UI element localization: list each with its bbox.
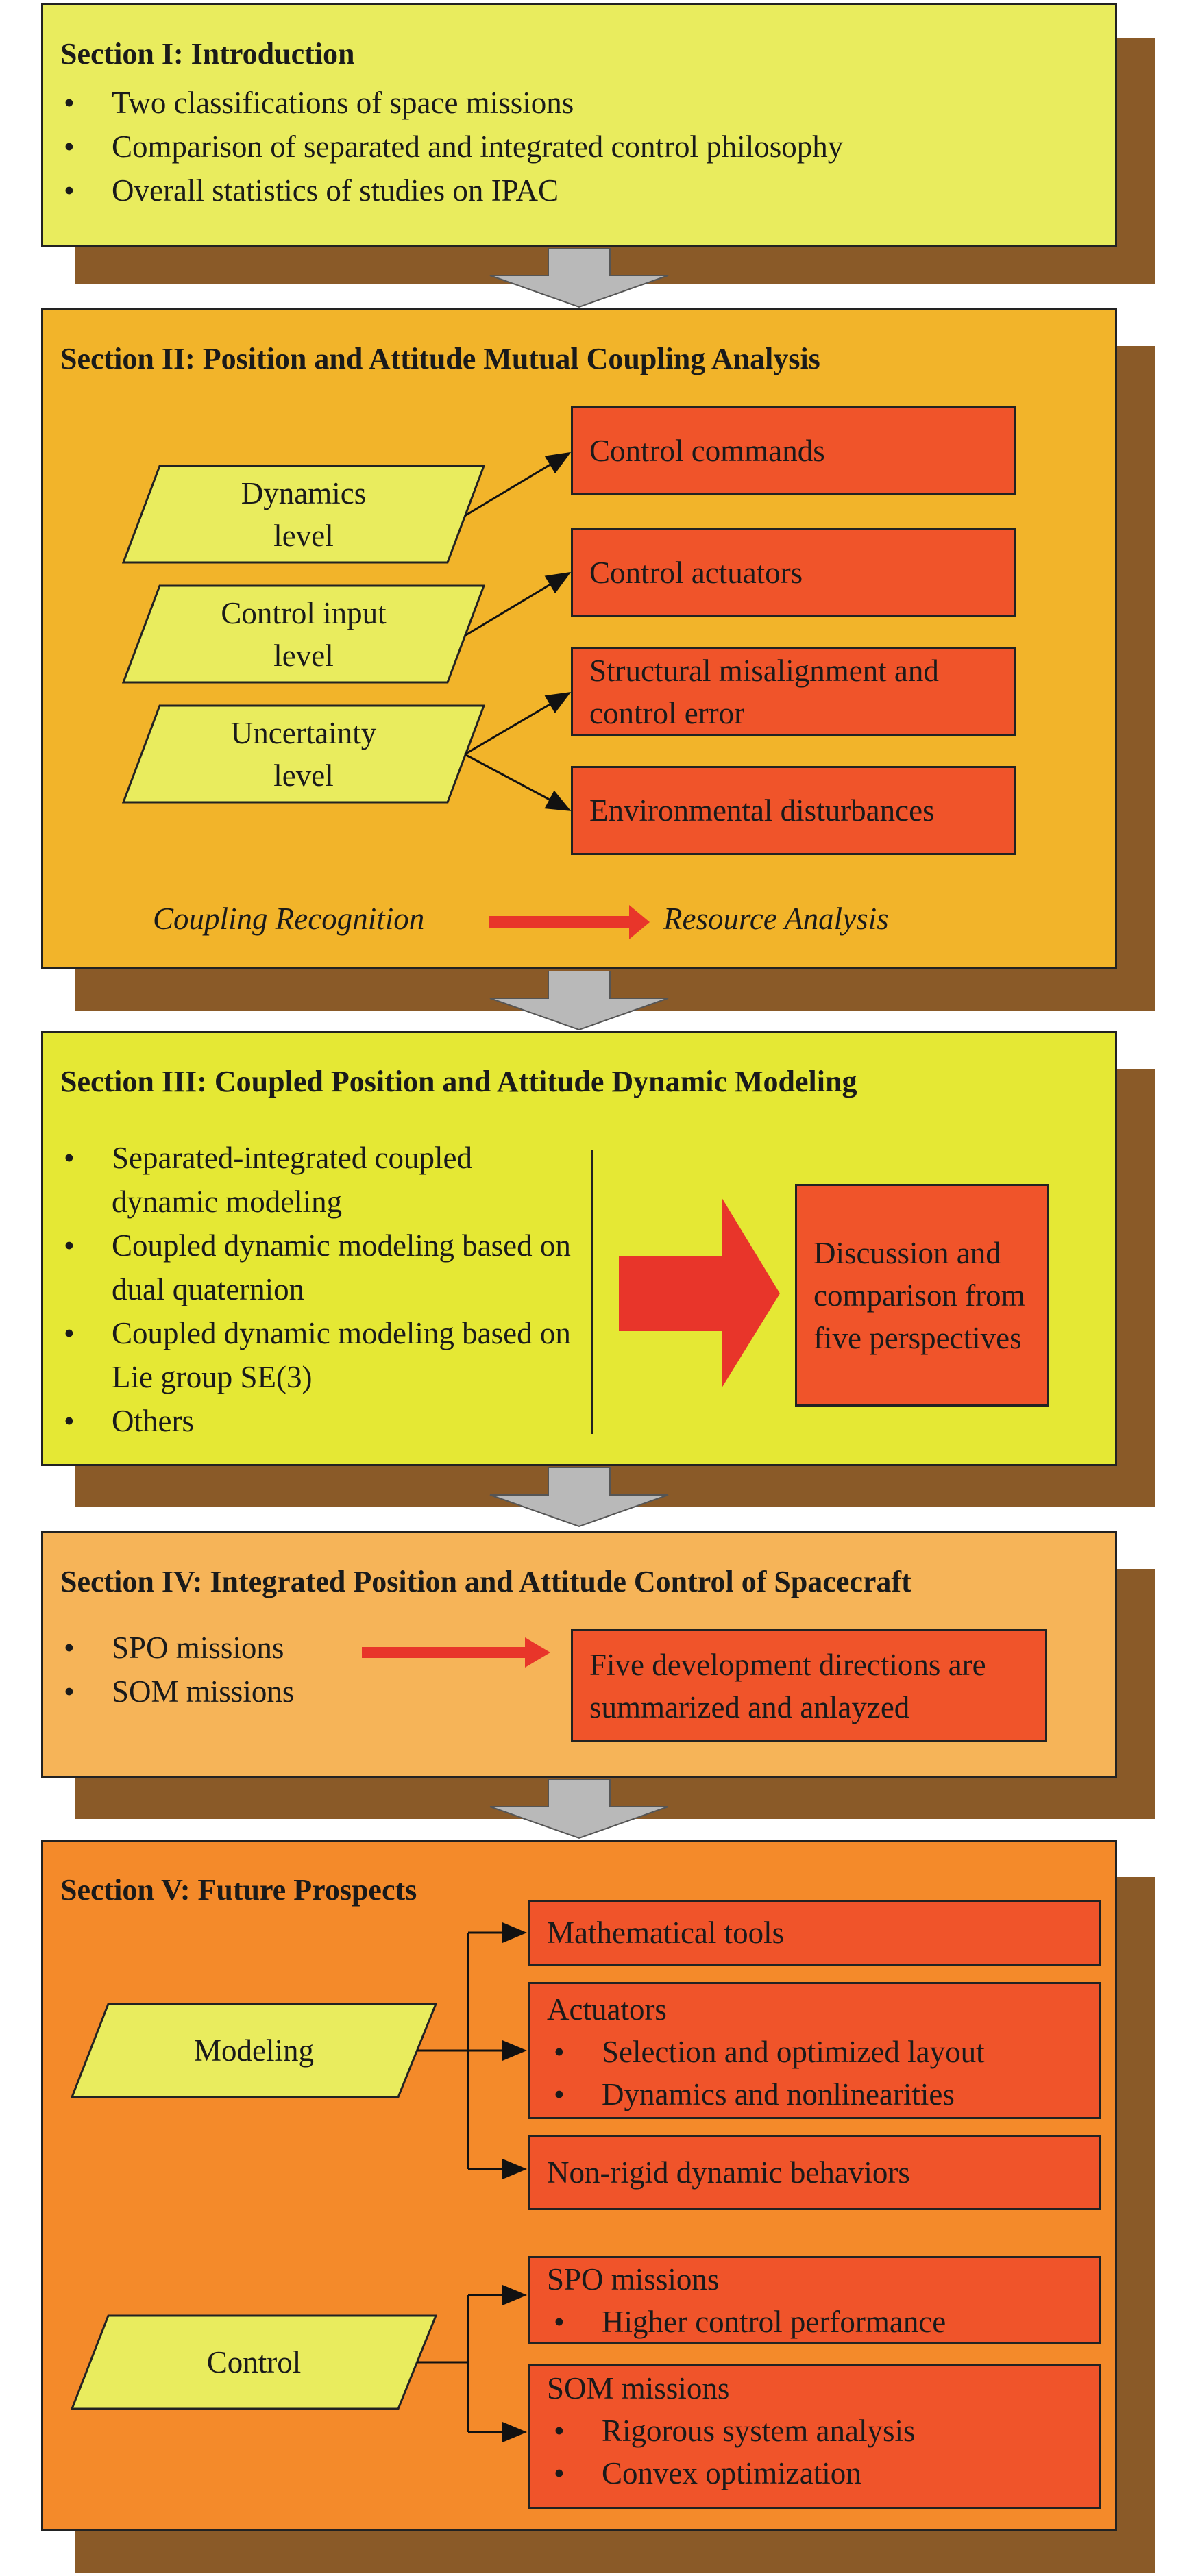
control-actuators-label: Control actuators (589, 556, 803, 590)
connector-arrow-4 (489, 1779, 669, 1840)
arrow-uncertainty-to-environmental (464, 753, 572, 811)
list-item: SOM missions (50, 1670, 294, 1713)
section-4-list: SPO missions SOM missions (50, 1626, 294, 1713)
modeling-node: Modeling (71, 2003, 437, 2098)
uncertainty-level-line1: Uncertainty (230, 715, 377, 750)
list-item: Separated-integrated coupled dynamic mod… (50, 1136, 571, 1224)
control-label: Control (206, 2345, 302, 2379)
red-flow-arrow-shaft (489, 916, 633, 928)
section-2-title: Section II: Position and Attitude Mutual… (60, 342, 820, 375)
actuators-box: Actuators Selection and optimized layout… (528, 1982, 1101, 2119)
discussion-comparison-box: Discussion and comparison from five pers… (795, 1184, 1049, 1407)
uncertainty-level-node: Uncertainty level (122, 704, 485, 804)
section-5-box: Section V: Future Prospects Modeling Con… (41, 1840, 1117, 2531)
control-input-level-line1: Control input (221, 595, 387, 630)
section-3-divider (591, 1150, 594, 1434)
section-5-arrows (417, 1922, 527, 2442)
math-tools-label: Mathematical tools (547, 1916, 785, 1950)
five-directions-box: Five development directions are summariz… (571, 1629, 1047, 1742)
structural-misalignment-label: Structural misalignment and control erro… (589, 654, 939, 730)
arrow-control-to-actuators (464, 571, 572, 637)
environmental-disturbances-label: Environmental disturbances (589, 793, 935, 828)
actuators-list: Selection and optimized layout Dynamics … (540, 2031, 1099, 2116)
nonrigid-label: Non-rigid dynamic behaviors (547, 2155, 910, 2190)
arrow-dynamics-to-commands (464, 451, 572, 517)
control-input-level-node: Control input level (122, 584, 485, 684)
section-5-title: Section V: Future Prospects (60, 1873, 417, 1907)
structural-misalignment-box: Structural misalignment and control erro… (571, 647, 1016, 736)
resource-analysis-label: Resource Analysis (663, 902, 889, 936)
discussion-comparison-label: Discussion and comparison from five pers… (813, 1235, 1025, 1355)
dynamics-level-line1: Dynamics (241, 475, 367, 510)
control-node: Control (71, 2314, 437, 2410)
connector-arrow-2 (489, 971, 669, 1031)
list-item: Comparison of separated and integrated c… (50, 125, 843, 169)
spo-head: SPO missions (547, 2262, 720, 2296)
section-2-box: Section II: Position and Attitude Mutual… (41, 308, 1117, 969)
actuators-head: Actuators (547, 1992, 667, 2027)
list-item: Coupled dynamic modeling based on dual q… (50, 1224, 571, 1311)
section-4-title: Section IV: Integrated Position and Atti… (60, 1565, 911, 1598)
list-item: Others (50, 1399, 571, 1443)
list-item: Coupled dynamic modeling based on Lie gr… (50, 1311, 571, 1399)
section-4-red-arrow (362, 1637, 550, 1668)
five-directions-label: Five development directions are summariz… (589, 1647, 986, 1724)
spo-box: SPO missions Higher control performance (528, 2256, 1101, 2344)
control-commands-box: Control commands (571, 406, 1016, 495)
connector-arrow-3 (489, 1467, 669, 1528)
section-2-arrows (464, 451, 650, 939)
arrow-uncertainty-to-structural (464, 691, 572, 756)
section-1-title: Section I: Introduction (60, 37, 355, 71)
list-item: Rigorous system analysis (540, 2410, 1099, 2452)
section-1-box: Section I: Introduction Two classificati… (41, 3, 1117, 247)
modeling-label: Modeling (194, 2033, 314, 2068)
list-item: Selection and optimized layout (540, 2031, 1099, 2073)
control-commands-label: Control commands (589, 434, 825, 468)
som-list: Rigorous system analysis Convex optimiza… (540, 2410, 1099, 2494)
section-3-title: Section III: Coupled Position and Attitu… (60, 1065, 857, 1098)
section-3-box: Section III: Coupled Position and Attitu… (41, 1031, 1117, 1466)
uncertainty-level-line2: level (273, 758, 334, 793)
environmental-disturbances-box: Environmental disturbances (571, 766, 1016, 855)
control-actuators-box: Control actuators (571, 528, 1016, 617)
list-item: Dynamics and nonlinearities (540, 2073, 1099, 2116)
nonrigid-box: Non-rigid dynamic behaviors (528, 2135, 1101, 2210)
dynamics-level-node: Dynamics level (122, 465, 485, 564)
section-4-box: Section IV: Integrated Position and Atti… (41, 1531, 1117, 1778)
connector-arrow-1 (489, 248, 669, 308)
section-3-list: Separated-integrated coupled dynamic mod… (50, 1136, 571, 1443)
list-item: Two classifications of space missions (50, 81, 843, 125)
list-item: Convex optimization (540, 2452, 1099, 2494)
list-item: Higher control performance (540, 2301, 1099, 2343)
red-flow-arrow-head (629, 905, 650, 939)
coupling-recognition-label: Coupling Recognition (153, 902, 425, 936)
section-1-list: Two classifications of space missions Co… (50, 81, 843, 212)
list-item: SPO missions (50, 1626, 294, 1670)
spo-list: Higher control performance (540, 2301, 1099, 2343)
list-item: Overall statistics of studies on IPAC (50, 169, 843, 212)
som-head: SOM missions (547, 2371, 730, 2405)
math-tools-box: Mathematical tools (528, 1900, 1101, 1966)
big-red-arrow (619, 1198, 780, 1388)
control-input-level-line2: level (273, 638, 334, 673)
dynamics-level-line2: level (273, 518, 334, 553)
som-box: SOM missions Rigorous system analysis Co… (528, 2364, 1101, 2509)
